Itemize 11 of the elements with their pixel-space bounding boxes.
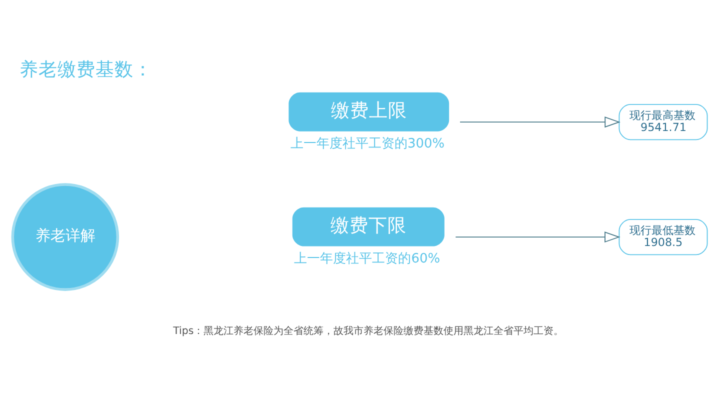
arrow: [455, 232, 620, 243]
arrow: [460, 116, 620, 128]
node-box: 缴费下限: [292, 207, 444, 246]
node-box: 现行最低基数 1908.5: [618, 218, 708, 256]
node-box: 现行最高基数 9541.71: [618, 104, 708, 140]
node-circle: 养老详解: [11, 183, 120, 291]
label: Tips：黑龙江养老保险为全省统筹，故我市养老保险缴费基数使用黑龙江全省平均工资。: [173, 326, 564, 338]
diagram-title: 养老缴费基数：: [19, 59, 152, 80]
node-box: 缴费上限: [288, 92, 450, 132]
node-label: 上一年度社平工资的300%: [290, 136, 445, 152]
node-label: 上一年度社平工资的60%: [294, 251, 440, 266]
